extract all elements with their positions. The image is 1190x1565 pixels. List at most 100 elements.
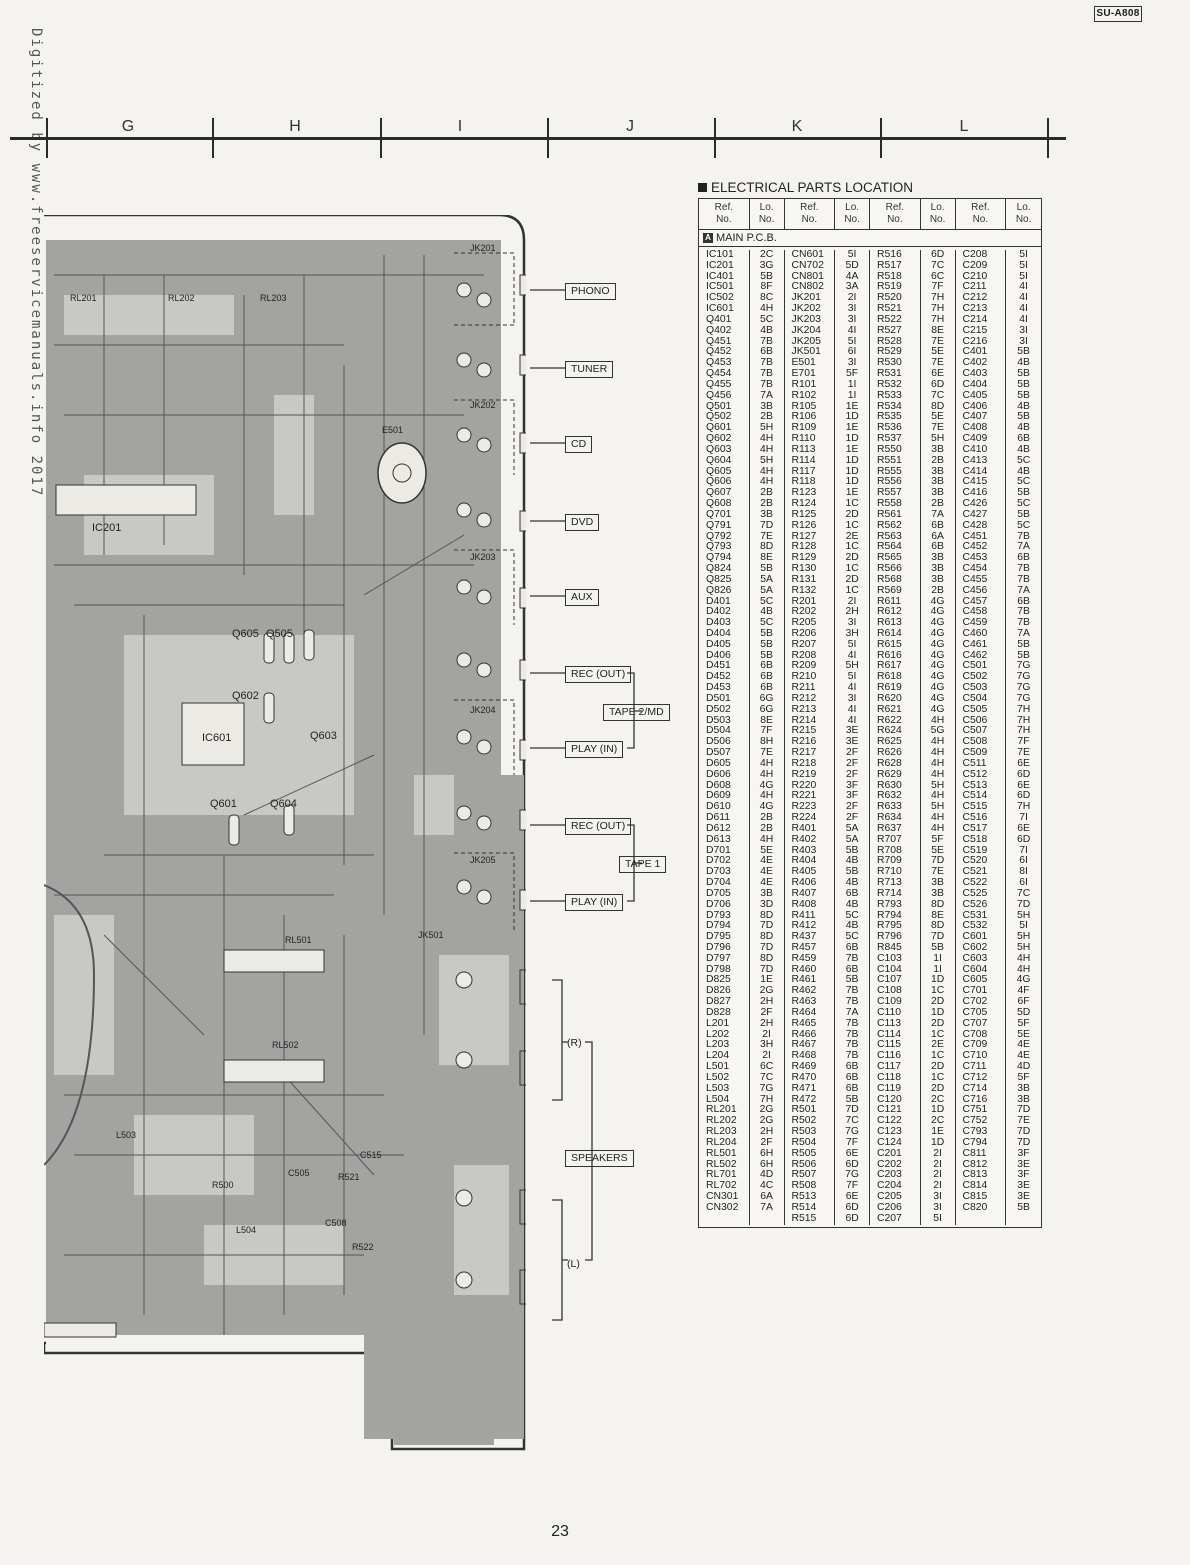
- part-loc-cell: 5B: [760, 650, 773, 661]
- part-loc-cell: 6B: [1017, 596, 1030, 607]
- part-loc-cell: 4B: [1017, 358, 1030, 369]
- connector-cd: CD: [565, 436, 593, 453]
- part-ref-cell: C507: [962, 726, 988, 737]
- part-ref-cell: R114: [791, 455, 816, 466]
- part-loc-cell: 7E: [760, 748, 773, 759]
- part-loc-cell: 4E: [760, 856, 773, 867]
- part-loc-cell: 2D: [845, 553, 859, 564]
- part-loc-cell: 3I: [847, 618, 857, 629]
- part-ref-cell: D608: [706, 780, 731, 791]
- ruler-tick: [1047, 118, 1049, 158]
- part-ref-cell: C116: [877, 1051, 902, 1062]
- part-loc-cell: 7D: [1016, 1127, 1031, 1138]
- part-loc-cell: 8I: [1019, 867, 1028, 878]
- part-loc-cell: 2F: [846, 813, 859, 824]
- part-loc-cell: 3B: [931, 553, 944, 564]
- part-loc-cell: 4H: [1016, 953, 1031, 964]
- part-ref-cell: R794: [877, 910, 902, 921]
- part-loc-cell: 7I: [1019, 813, 1028, 824]
- part-loc-cell: 7C: [930, 390, 945, 401]
- part-ref-cell: C115: [877, 1040, 902, 1051]
- part-ref-cell: R709: [877, 856, 902, 867]
- part-loc-cell: 5B: [845, 867, 859, 878]
- part-loc-cell: 4I: [847, 650, 857, 661]
- part-ref-cell: C119: [877, 1083, 902, 1094]
- part-ref-cell: C522: [962, 878, 988, 889]
- part-ref-cell: Q607: [706, 488, 732, 499]
- part-ref-cell: C707: [962, 1018, 988, 1029]
- part-loc-cell: 4E: [1017, 1051, 1030, 1062]
- c505-label: C505: [288, 1168, 310, 1178]
- rl502-label: RL502: [272, 1040, 299, 1050]
- part-loc-cell: 5B: [1017, 488, 1030, 499]
- part-ref-cell: IC101: [706, 250, 734, 260]
- ruler-tick: [212, 118, 214, 158]
- part-ref-cell: C752: [962, 1116, 988, 1127]
- part-ref-cell: Q791: [706, 520, 732, 531]
- part-loc-cell: 3B: [931, 888, 944, 899]
- part-ref-cell: R507: [791, 1170, 817, 1181]
- part-loc-cell: 4H: [930, 823, 945, 834]
- part-ref-cell: C521: [962, 867, 988, 878]
- part-ref-cell: R126: [791, 520, 817, 531]
- part-loc-cell: 5A: [760, 574, 773, 585]
- part-ref-cell: R403: [791, 845, 817, 856]
- part-ref-cell: R514: [791, 1202, 817, 1213]
- part-loc-cell: 1D: [930, 1137, 945, 1148]
- part-ref-cell: R502: [791, 1116, 817, 1127]
- part-loc-cell: 5C: [759, 314, 774, 325]
- part-ref-cell: C413: [962, 455, 988, 466]
- part-loc-cell: 4G: [930, 672, 945, 683]
- part-ref-cell: R531: [877, 369, 902, 380]
- part-loc-cell: 6B: [845, 888, 859, 899]
- part-loc-cell: 4H: [930, 758, 945, 769]
- part-loc-cell: 2I: [762, 1029, 771, 1040]
- part-loc-cell: 3I: [933, 1202, 942, 1213]
- part-loc-cell: 3E: [1017, 1181, 1030, 1192]
- part-ref-cell: C532: [962, 921, 988, 932]
- ruler-tick: [46, 118, 48, 158]
- part-ref-cell: C505: [962, 704, 988, 715]
- part-loc-cell: 4F: [1017, 986, 1030, 997]
- part-loc-cell: 5F: [931, 834, 944, 845]
- part-loc-cell: 7B: [1017, 564, 1030, 575]
- part-ref-cell: D401: [706, 596, 731, 607]
- q601-label: Q601: [210, 798, 237, 810]
- part-ref-cell: C123: [877, 1127, 902, 1138]
- part-loc-cell: 2E: [931, 1040, 944, 1051]
- part-ref-cell: Q454: [706, 369, 732, 380]
- part-ref-cell: Q794: [706, 553, 732, 564]
- part-loc-cell: 1C: [930, 1051, 945, 1062]
- part-loc-cell: 4B: [760, 607, 773, 618]
- part-loc-cell: 6B: [845, 1072, 859, 1083]
- grid-column-h: H: [289, 118, 301, 135]
- part-ref-cell: R611: [877, 596, 902, 607]
- part-ref-cell: R508: [791, 1181, 817, 1192]
- part-loc-cell: 6B: [1017, 434, 1030, 445]
- part-ref-cell: D798: [706, 964, 731, 975]
- part-loc-cell: 7B: [845, 1051, 859, 1062]
- grid-column-l: L: [959, 118, 969, 135]
- part-loc-cell: 5D: [1016, 1007, 1031, 1018]
- part-loc-cell: 1D: [845, 477, 859, 488]
- part-loc-cell: 7B: [760, 369, 773, 380]
- part-loc-cell: 7D: [1016, 1105, 1031, 1116]
- part-ref-cell: R468: [791, 1051, 817, 1062]
- part-ref-cell: R632: [877, 791, 902, 802]
- part-ref-cell: R616: [877, 650, 902, 661]
- part-ref-cell: C601: [962, 932, 988, 943]
- part-ref-cell: C714: [962, 1083, 988, 1094]
- part-ref-cell: R620: [877, 693, 902, 704]
- part-loc-cell: 4H: [1016, 964, 1031, 975]
- part-ref-cell: R464: [791, 1007, 817, 1018]
- part-ref-cell: R211: [791, 683, 816, 694]
- part-ref-cell: C794: [962, 1137, 988, 1148]
- part-loc-cell: 5E: [931, 412, 944, 423]
- part-ref-cell: D611: [706, 813, 731, 824]
- part-ref-cell: R101: [791, 379, 817, 390]
- part-loc-cell: 4B: [1017, 466, 1030, 477]
- part-loc-cell: 1D: [845, 434, 859, 445]
- part-loc-cell: 4B: [760, 325, 773, 336]
- r500-label: R500: [212, 1180, 234, 1190]
- part-loc-cell: 4H: [759, 304, 774, 315]
